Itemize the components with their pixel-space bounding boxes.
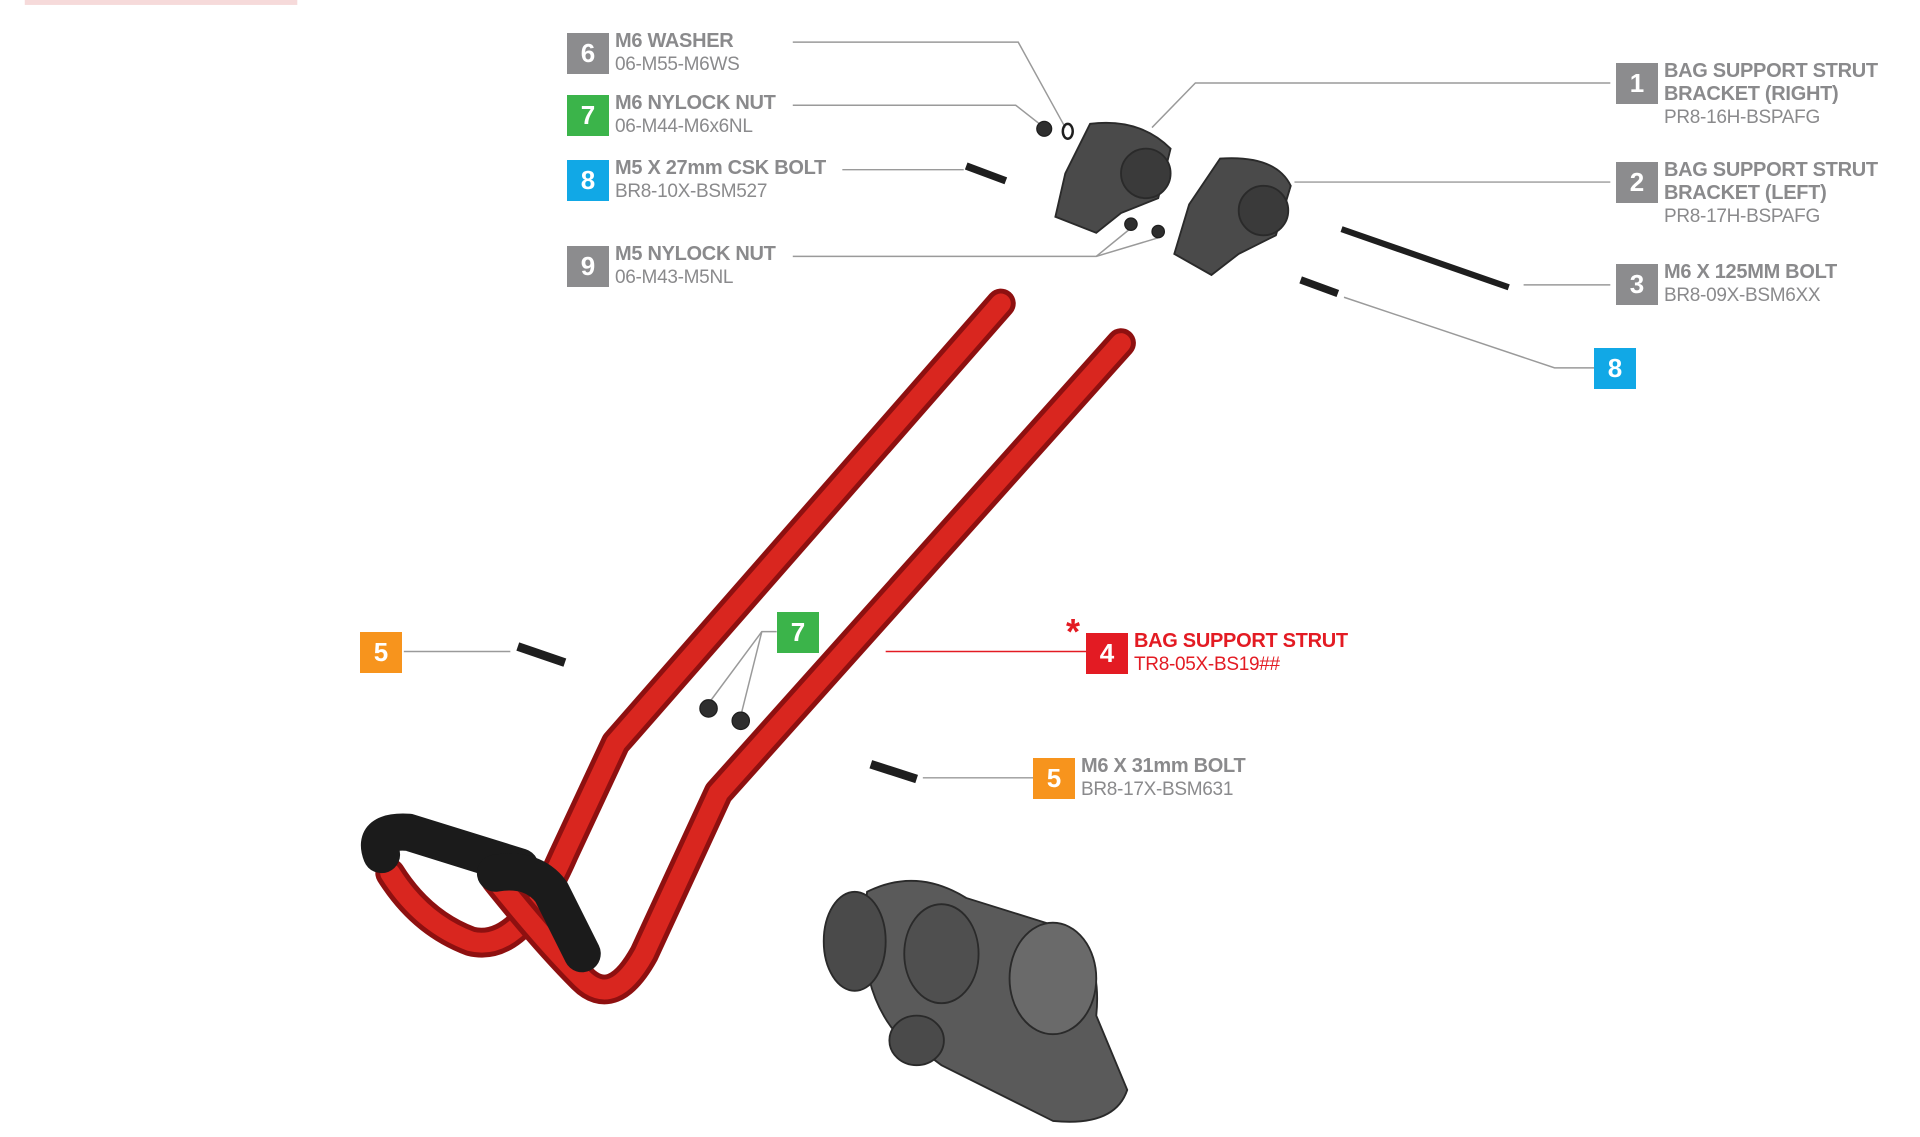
badge-2: 2: [1616, 162, 1658, 203]
part-title: M6 X 31mm BOLT: [1081, 755, 1246, 777]
badge-8: 8: [567, 160, 609, 201]
part-code: TR8-05X-BS19##: [1134, 654, 1280, 675]
badge-7: 7: [567, 95, 609, 136]
badge-6: 6: [567, 33, 609, 74]
leader-lines: [403, 41, 1611, 779]
part-code: PR8-16H-BSPAFG: [1664, 107, 1820, 128]
callout-7-middle: 7: [777, 612, 819, 653]
asterisk-marker: *: [1066, 611, 1081, 652]
badge-5: 5: [360, 632, 402, 673]
badge-4: 4: [1086, 633, 1128, 674]
badge-5: 5: [1033, 758, 1075, 799]
part-code: 06-M43-M5NL: [615, 267, 734, 288]
callout-8-standalone: 8: [1594, 348, 1636, 389]
rack-mount-part: [822, 879, 1129, 1123]
part-code: 06-M55-M6WS: [615, 54, 740, 75]
part-title-line2: BRACKET (LEFT): [1664, 182, 1827, 204]
badge-3: 3: [1616, 264, 1658, 305]
faded-header-text: [24, 0, 298, 5]
part-code: BR8-09X-BSM6XX: [1664, 285, 1821, 306]
part-title: BAG SUPPORT STRUT: [1664, 159, 1878, 181]
part-title: M5 X 27mm CSK BOLT: [615, 157, 826, 179]
part-title: M6 WASHER: [615, 30, 734, 52]
strut-brackets: [1054, 121, 1292, 277]
callout-5-left: 5: [360, 632, 402, 673]
part-code: BR8-10X-BSM527: [615, 181, 768, 202]
part-code: PR8-17H-BSPAFG: [1664, 206, 1820, 227]
bag-support-strut-tubes: [360, 288, 1136, 1005]
hardware: [516, 120, 1510, 784]
badge-7: 7: [777, 612, 819, 653]
part-code: BR8-17X-BSM631: [1081, 779, 1234, 800]
part-title: M6 NYLOCK NUT: [615, 92, 776, 114]
part-title: M6 X 125MM BOLT: [1664, 261, 1837, 283]
part-title-line2: BRACKET (RIGHT): [1664, 83, 1839, 105]
badge-8: 8: [1594, 348, 1636, 389]
part-title: M5 NYLOCK NUT: [615, 243, 776, 265]
part-code: 06-M44-M6x6NL: [615, 116, 753, 137]
part-title: BAG SUPPORT STRUT: [1134, 630, 1348, 652]
part-title: BAG SUPPORT STRUT: [1664, 60, 1878, 82]
badge-1: 1: [1616, 63, 1658, 104]
badge-9: 9: [567, 246, 609, 287]
